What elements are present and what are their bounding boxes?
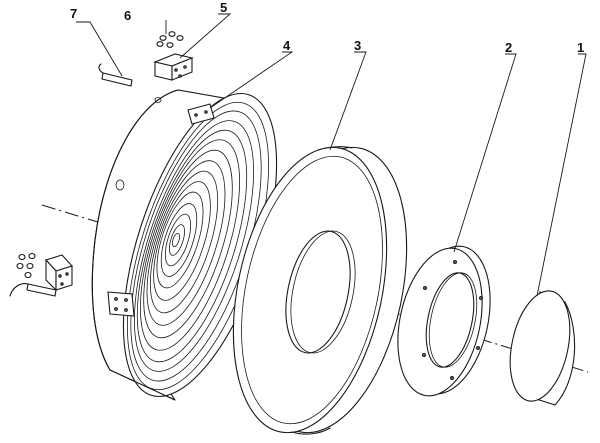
leader-7 [76,21,123,77]
part-5-block [153,53,194,81]
leader-2 [453,53,517,253]
part-6-screws [156,31,184,48]
leader-5 [179,13,232,59]
callout-2: 2 [505,40,512,55]
part-4-spiral-housing [91,89,278,401]
part-7-pin [98,63,133,87]
part-1-disc [509,290,576,406]
top-clamp-plate [187,103,215,125]
callout-1: 1 [577,40,584,55]
callout-5: 5 [220,0,227,15]
callout-3: 3 [354,38,361,53]
side-hole [115,179,125,191]
leader-1 [536,53,587,297]
part-3-outer-ring [232,146,408,435]
callout-6: 6 [124,8,131,23]
left-lower-fasteners [9,252,73,297]
center-axis-line [41,204,589,373]
callout-7: 7 [70,6,77,21]
bottom-clamp-plate [107,291,135,317]
leader-3 [329,51,367,151]
callout-4: 4 [283,38,291,53]
part-2-flange-ring [397,245,491,397]
leader-4 [209,51,294,109]
